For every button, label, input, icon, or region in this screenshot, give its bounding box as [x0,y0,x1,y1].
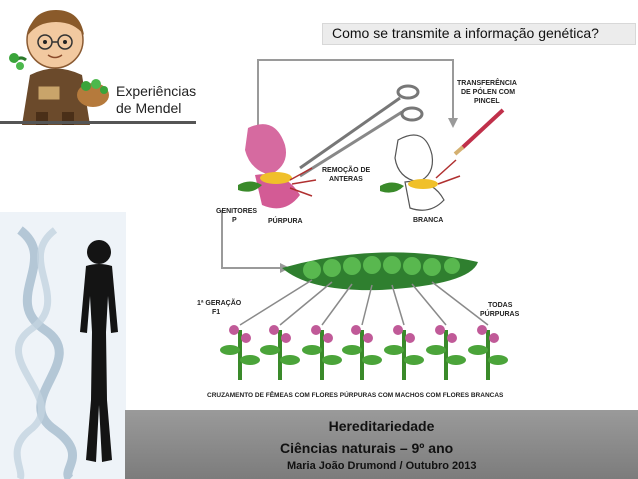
mendel-cartoon [0,0,118,128]
removal-label-2: ANTERAS [329,176,363,183]
scissors-icon [299,84,424,178]
purple-flower [238,124,317,209]
parents-label-2: P [232,217,237,224]
slide-question: Como se transmite a informação genética? [332,25,599,41]
mendel-underline [0,121,196,124]
footer-band [125,410,638,479]
white-label: BRANCA [413,217,443,224]
footer-title: Hereditariedade [328,418,435,434]
transfer-label-2: DE PÓLEN COM [461,87,515,96]
cross-caption: CRUZAMENTO DE FÊMEAS COM FLORES PÚRPURAS… [207,390,504,399]
footer-subtitle: Ciências naturais – 9º ano [280,440,454,456]
header-bar [322,23,636,45]
f1-plants [220,325,508,380]
all-purple-label-1: TODAS [488,302,513,309]
mendel-caption-line1: Experiências [116,83,197,99]
white-flower [380,134,461,211]
mendel-caption: Experiências de Mendel [116,83,196,117]
f1-label-2: F1 [212,309,220,316]
transfer-label-3: PINCEL [474,98,500,105]
f1-label-1: 1ª GERAÇÃO [197,298,242,307]
footer-credit: Maria João Drumond / Outubro 2013 [287,460,477,472]
dna-human-illustration [0,212,126,479]
parents-label-1: GENITORES [216,208,257,215]
brush-icon [453,108,505,156]
purple-label: PÚRPURA [268,216,303,225]
transfer-label-1: TRANSFERÊNCIA [457,78,517,87]
mendel-caption-line2: de Mendel [116,100,182,116]
pea-pod [282,252,478,291]
removal-label-1: REMOÇÃO DE [322,165,371,174]
f1-arrows [239,279,489,326]
all-purple-label-2: PÚRPURAS [480,309,520,318]
